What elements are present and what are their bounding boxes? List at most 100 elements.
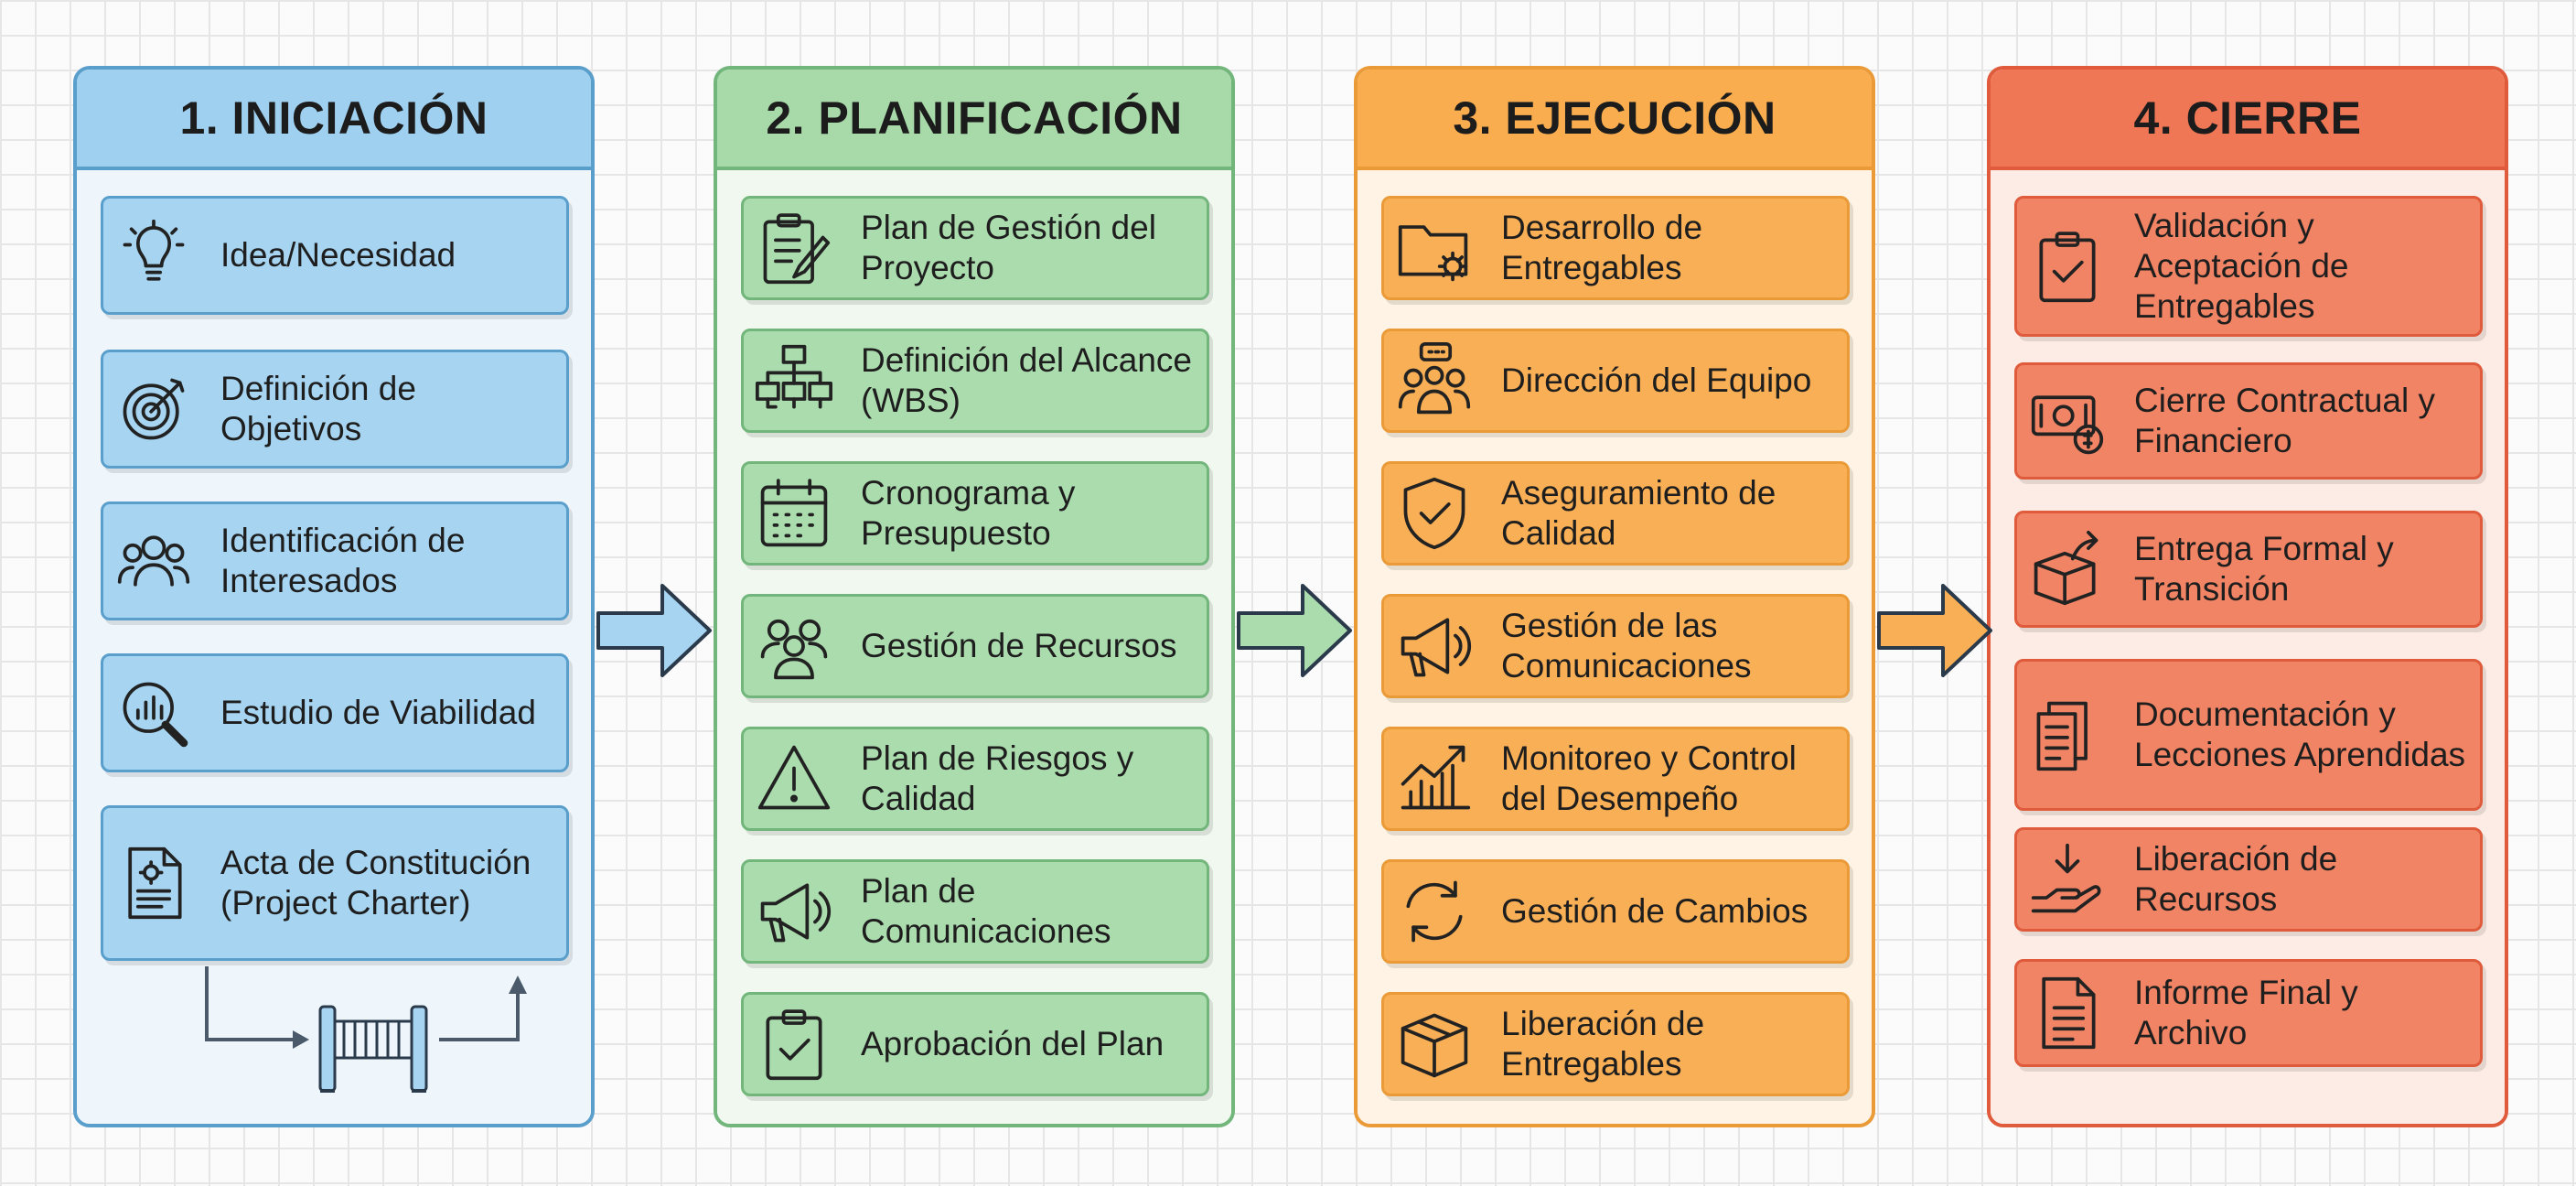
step-label: Liberación de Recursos xyxy=(2134,840,2338,918)
phase-arrow-icon xyxy=(1877,582,1994,684)
gate-icon xyxy=(318,1005,428,1093)
step-label: Idea/Necesidad xyxy=(220,236,456,274)
step-icon xyxy=(744,739,844,818)
step-icon xyxy=(2017,530,2118,609)
step-icon xyxy=(1384,872,1485,951)
step-card[interactable]: Estudio de Viabilidad xyxy=(101,653,569,772)
warning-icon xyxy=(757,745,831,810)
folder-gear-icon xyxy=(1398,225,1468,282)
clipboard-check-icon xyxy=(2039,232,2096,303)
step-icon xyxy=(1384,739,1485,818)
step-label: Acta de Constitución (Project Charter) xyxy=(220,844,531,922)
step-card[interactable]: Cronograma y Presupuesto xyxy=(741,461,1209,566)
step-card[interactable]: Gestión de Cambios xyxy=(1381,859,1850,964)
step-icon xyxy=(1384,1005,1485,1084)
step-icon xyxy=(103,522,204,600)
step-icon xyxy=(103,674,204,752)
step-icon xyxy=(744,209,844,287)
step-card[interactable]: Validación y Aceptación de Entregables xyxy=(2014,196,2483,337)
step-label: Plan de Gestión del Proyecto xyxy=(861,209,1156,286)
magnifier-chart-icon xyxy=(123,682,188,748)
step-card[interactable]: Aseguramiento de Calidad xyxy=(1381,461,1850,566)
step-icon xyxy=(744,474,844,553)
step-label: Cronograma y Presupuesto xyxy=(861,474,1076,552)
step-card[interactable]: Plan de Comunicaciones xyxy=(741,859,1209,964)
gate-flow xyxy=(113,966,553,1104)
team-icon xyxy=(760,619,828,680)
clipboard-check-icon xyxy=(766,1009,822,1081)
clipboard-pencil-icon xyxy=(763,213,831,285)
step-label: Entrega Formal y Transición xyxy=(2134,530,2394,608)
step-card[interactable]: Informe Final y Archivo xyxy=(2014,959,2483,1067)
step-label: Cierre Contractual y Financiero xyxy=(2134,382,2436,459)
hierarchy-icon xyxy=(756,344,832,409)
phase-title: 1. INICIACIÓN xyxy=(77,70,591,170)
hand-arrow-icon xyxy=(2031,843,2101,913)
step-icon xyxy=(744,341,844,420)
step-label: Gestión de las Comunicaciones xyxy=(1501,607,1752,685)
step-card[interactable]: Identificación de Interesados xyxy=(101,501,569,620)
step-icon xyxy=(2017,227,2118,306)
step-label: Plan de Riesgos y Calidad xyxy=(861,739,1134,817)
step-card[interactable]: Definición de Objetivos xyxy=(101,350,569,469)
step-icon xyxy=(1384,607,1485,685)
lightbulb-icon xyxy=(123,219,185,281)
step-card[interactable]: Liberación de Recursos xyxy=(2014,827,2483,932)
phase-arrow-icon xyxy=(1237,582,1354,684)
step-label: Identificación de Interesados xyxy=(220,522,466,599)
megaphone-icon xyxy=(760,883,832,943)
step-card[interactable]: Acta de Constitución (Project Charter) xyxy=(101,805,569,961)
phase-arrow-icon xyxy=(596,582,714,684)
step-label: Plan de Comunicaciones xyxy=(861,872,1111,950)
cycle-arrows-icon xyxy=(1406,880,1463,943)
phase-column-4: 4. CIERRE Validación y Aceptación de Entr… xyxy=(1987,66,2508,1127)
step-icon xyxy=(744,872,844,951)
step-card[interactable]: Gestión de las Comunicaciones xyxy=(1381,594,1850,698)
step-card[interactable]: Desarrollo de Entregables xyxy=(1381,196,1850,300)
phase-title: 4. CIERRE xyxy=(1991,70,2505,170)
document-gear-icon xyxy=(128,846,182,920)
step-label: Estudio de Viabilidad xyxy=(220,694,536,731)
phase-title: 2. PLANIFICACIÓN xyxy=(717,70,1231,170)
document-icon xyxy=(2042,976,2096,1050)
step-icon xyxy=(2017,695,2118,774)
step-icon xyxy=(1384,341,1485,420)
step-label: Desarrollo de Entregables xyxy=(1501,209,1703,286)
step-label: Liberación de Entregables xyxy=(1501,1005,1705,1083)
phase-body xyxy=(77,170,591,1124)
step-icon xyxy=(103,370,204,448)
step-card[interactable]: Monitoreo y Control del Desempeño xyxy=(1381,727,1850,831)
step-label: Dirección del Equipo xyxy=(1501,361,1812,399)
step-icon xyxy=(2017,974,2118,1052)
step-icon xyxy=(1384,209,1485,287)
step-card[interactable]: Aprobación del Plan xyxy=(741,992,1209,1096)
box-arrow-icon xyxy=(2034,531,2098,606)
step-card[interactable]: Idea/Necesidad xyxy=(101,196,569,315)
documents-icon xyxy=(2036,701,2088,771)
step-card[interactable]: Documentación y Lecciones Aprendidas xyxy=(2014,659,2483,811)
step-icon xyxy=(2017,840,2118,919)
step-card[interactable]: Definición del Alcance (WBS) xyxy=(741,329,1209,433)
step-card[interactable]: Plan de Gestión del Proyecto xyxy=(741,196,1209,300)
step-icon xyxy=(103,216,204,295)
step-label: Definición de Objetivos xyxy=(220,370,416,447)
phase-title: 3. EJECUCIÓN xyxy=(1358,70,1872,170)
step-card[interactable]: Liberación de Entregables xyxy=(1381,992,1850,1096)
step-card[interactable]: Plan de Riesgos y Calidad xyxy=(741,727,1209,831)
growth-chart-icon xyxy=(1401,745,1471,810)
box-icon xyxy=(1401,1013,1468,1078)
phase-column-2: 2. PLANIFICACIÓN Plan de Gestión del Proy… xyxy=(714,66,1235,1127)
money-icon xyxy=(2031,395,2104,455)
step-icon xyxy=(744,1005,844,1084)
step-card[interactable]: Entrega Formal y Transición xyxy=(2014,511,2483,628)
people-icon xyxy=(117,535,190,587)
step-label: Gestión de Cambios xyxy=(1501,892,1809,930)
step-label: Aprobación del Plan xyxy=(861,1025,1165,1062)
step-label: Informe Final y Archivo xyxy=(2134,974,2358,1051)
step-card[interactable]: Cierre Contractual y Financiero xyxy=(2014,362,2483,480)
step-card[interactable]: Dirección del Equipo xyxy=(1381,329,1850,433)
step-label: Documentación y Lecciones Aprendidas xyxy=(2134,695,2466,773)
step-card[interactable]: Gestión de Recursos xyxy=(741,594,1209,698)
